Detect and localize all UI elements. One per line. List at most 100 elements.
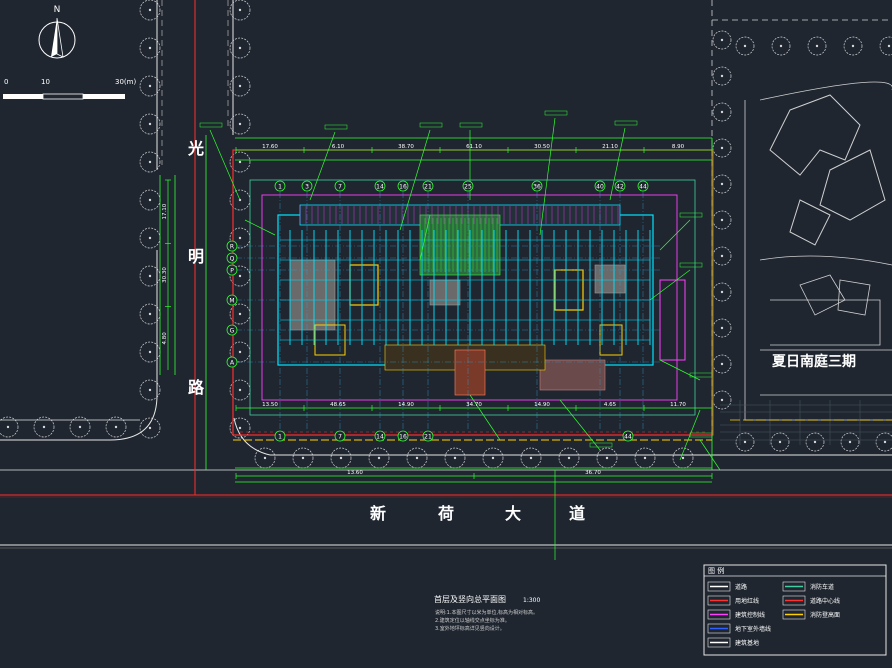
tree-trunk [887,44,891,48]
scale-tick-30: 30(m) [115,78,136,86]
tree-icon [879,36,892,56]
tree-icon [596,447,618,469]
dimension-value: 48.65 [330,402,346,408]
legend-item-label: 消防车道 [810,583,834,591]
tree-trunk [720,326,724,330]
tree-trunk [778,440,782,444]
tree-trunk [815,44,819,48]
tree-icon [368,447,390,469]
tree-icon [69,416,91,438]
annotation-tag [614,120,638,126]
legend-swatch-box [707,581,731,592]
axis-bubble-label: 14 [376,434,384,441]
tree-icon [712,354,732,374]
tree-trunk [148,198,152,202]
dimension-value: 30.50 [534,144,550,150]
tree-trunk [720,398,724,402]
leader-line [649,269,691,301]
axis-bubble [422,180,434,192]
dimension-value: 38.70 [398,144,414,150]
tree-trunk [883,440,887,444]
dimension-value: 36.70 [585,470,601,476]
tree-trunk [339,456,343,460]
scale-bar: 0 10 30(m) [3,78,136,100]
axis-bubble-label: 7 [338,184,342,191]
legend-item-label: 道路中心线 [810,597,840,605]
axis-bubble-label: 14 [376,184,384,191]
dimension-value: 11.70 [670,402,686,408]
tree-trunk [720,38,724,42]
dimension-value: 6.10 [332,144,345,150]
axis-bubble [462,180,474,192]
road-char: 明 [188,247,204,266]
tree-trunk [720,146,724,150]
annotation-tag [689,432,713,438]
leader-line [419,214,431,261]
tree-trunk [567,456,571,460]
tree-trunk [238,8,242,12]
tree-icon [807,36,827,56]
tree-icon [292,447,314,469]
tree-trunk [415,456,419,460]
axis-bubble-label: 44 [639,184,647,191]
tree-icon [805,432,825,452]
tree-icon [672,447,694,469]
leader-line [209,129,241,201]
tree-trunk [42,425,46,429]
tree-trunk [743,44,747,48]
annotation-tag [679,212,703,218]
road-char: 光 [187,139,204,158]
legend-swatch-box [782,609,806,620]
tree-icon [105,416,127,438]
drawing-title: 首层及竖向总平面图 [434,594,506,604]
dimension-value: 17.10 [162,203,168,219]
tree-trunk [263,456,267,460]
tree-trunk [720,362,724,366]
tree-trunk [848,440,852,444]
tree-icon [0,416,19,438]
legend-item-label: 建筑控制线 [735,611,765,619]
tree-icon [229,113,251,135]
axis-bubble [374,430,386,442]
tree-trunk [148,388,152,392]
tree-icon [558,447,580,469]
axis-bubble [422,430,434,442]
road-centerlines [0,0,892,498]
axis-bubble-label: 42 [616,184,624,191]
leader-line [559,399,601,451]
road-char: 荷 [438,504,454,523]
leader-line [539,117,556,236]
axis-bubble-label: 36 [533,184,541,191]
legend-swatch-box [782,581,806,592]
tree-icon [254,447,276,469]
north-label: N [54,5,61,15]
dimension-value: 8.90 [672,144,685,150]
dimension-value: 4.65 [604,402,617,408]
axis-bubble [374,180,386,192]
tree-icon [139,75,161,97]
annotation-tag [589,442,613,448]
axis-bubble [397,180,409,192]
leader-line [659,219,691,251]
tree-icon [229,417,251,439]
tree-icon [330,447,352,469]
axis-bubble [226,240,238,252]
note-line: 2.建筑定位以轴线交点坐标为准。 [435,617,510,624]
tree-icon [33,416,55,438]
tree-trunk [779,44,783,48]
axis-bubble [301,180,313,192]
dimension-value: 17.60 [262,144,278,150]
axis-bubble-label: R [230,244,234,251]
tree-trunk [148,350,152,354]
tree-trunk [6,425,10,429]
legend-swatch-box [707,609,731,620]
annotation-tag [199,122,223,128]
dimension-value: 4.80 [162,332,168,345]
tree-trunk [78,425,82,429]
axis-bubble [274,430,286,442]
